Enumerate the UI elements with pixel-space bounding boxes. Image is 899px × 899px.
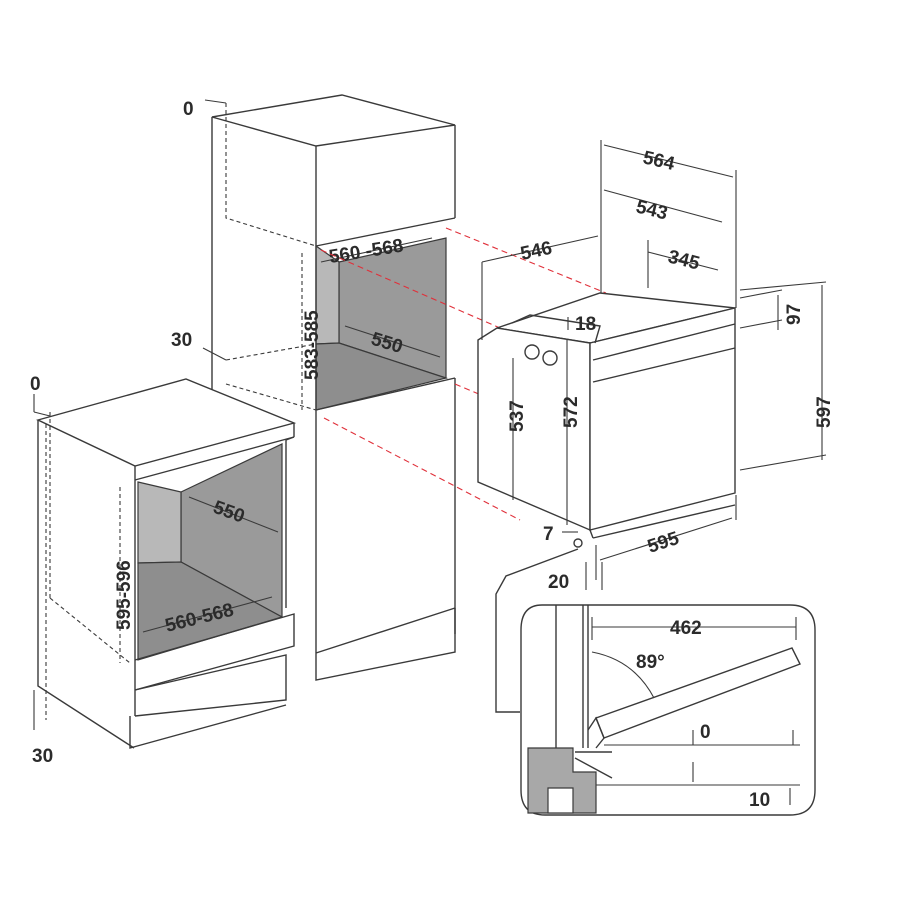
oven-vent-2 — [542, 350, 558, 366]
oven-97-dim — [739, 289, 783, 330]
oven-345-dim — [647, 240, 719, 288]
alignment-line-bottom-front — [323, 417, 521, 521]
oven-top-strip — [511, 314, 601, 344]
door-detail-frame — [520, 604, 816, 816]
door-detail-10-dim — [596, 762, 800, 805]
column-hidden-top — [225, 103, 317, 247]
base-height-label: 595-596 — [114, 560, 135, 630]
door-detail-angle-label: 89° — [636, 652, 665, 673]
door-detail-462-dim — [591, 617, 797, 640]
door-detail-angle-arc — [591, 651, 655, 699]
base-plinth — [129, 704, 287, 749]
oven-546-dim — [481, 235, 599, 340]
door-detail-0-label: 0 — [700, 722, 711, 743]
door-detail: 462 89° 0 10 — [495, 548, 816, 816]
base-drawer — [134, 654, 287, 717]
base-cavity-side — [137, 481, 182, 564]
oven-vent-1 — [524, 344, 540, 360]
column-top-face — [211, 94, 456, 147]
oven-7-label: 7 — [543, 524, 554, 545]
base-right-inner — [285, 436, 295, 608]
oven-537-label: 537 — [507, 400, 528, 432]
column-cabinet — [211, 94, 456, 681]
oven-18-label: 18 — [575, 314, 596, 335]
base-depth-dim — [188, 496, 279, 533]
oven-345-label: 345 — [666, 246, 702, 274]
oven-564-label: 564 — [641, 147, 677, 175]
door-detail-10-label: 10 — [749, 790, 770, 811]
base-left-edges — [37, 420, 136, 749]
base-hidden-lines — [45, 410, 131, 720]
column-plinth — [315, 607, 456, 681]
oven-bottom-corner — [589, 529, 594, 539]
oven-572-label: 572 — [561, 396, 582, 428]
column-clearance-line — [202, 347, 227, 361]
door-detail-0-dim — [604, 730, 800, 746]
door-detail-hinge — [574, 716, 613, 779]
alignment-line-top-front — [320, 249, 501, 329]
base-width-dim — [142, 596, 273, 633]
column-opening-bottom — [315, 377, 456, 411]
door-detail-leader — [495, 548, 579, 713]
alignment-line-top-back — [445, 227, 607, 294]
column-opening-top — [315, 217, 456, 247]
door-detail-cabinet-side — [555, 605, 589, 748]
column-top-offset-label: 0 — [183, 99, 194, 120]
column-hidden-bottom — [225, 343, 317, 411]
column-clearance-label: 30 — [171, 330, 192, 351]
oven-597-label: 597 — [814, 396, 835, 428]
door-detail-462-label: 462 — [670, 618, 702, 639]
column-top-offset-line — [204, 99, 227, 104]
oven-20-dim — [585, 562, 603, 590]
oven-front-face — [589, 307, 736, 531]
base-clearance-label: 30 — [32, 746, 53, 767]
oven — [477, 292, 736, 548]
base-cabinet — [36, 378, 297, 749]
oven-97-label: 97 — [784, 304, 805, 325]
oven-595-dim — [595, 495, 737, 580]
oven-20-label: 20 — [548, 572, 569, 593]
oven-control-panel — [592, 323, 736, 383]
column-height-label: 583-585 — [302, 310, 323, 380]
door-detail-pointer — [573, 538, 583, 548]
oven-546-label: 546 — [519, 238, 554, 265]
oven-595-label: 595 — [645, 528, 682, 558]
door-detail-floor-block — [527, 747, 597, 814]
oven-bottom-edge — [592, 504, 736, 539]
oven-564-dim — [603, 144, 734, 178]
base-top-offset-line — [33, 394, 51, 417]
base-front-rail — [134, 613, 295, 691]
door-detail-notch — [547, 787, 574, 814]
base-top-offset-label: 0 — [30, 374, 41, 395]
oven-543-dim — [603, 189, 723, 223]
base-top-front — [134, 423, 295, 481]
oven-597-dim — [739, 281, 827, 471]
oven-dimensions: 564 543 345 546 97 597 18 537 572 595 7 … — [481, 140, 835, 593]
column-depth-dim — [344, 325, 441, 358]
oven-543-label: 543 — [634, 196, 670, 224]
oven-depth-extension — [600, 140, 737, 308]
door-detail-door — [595, 647, 801, 739]
